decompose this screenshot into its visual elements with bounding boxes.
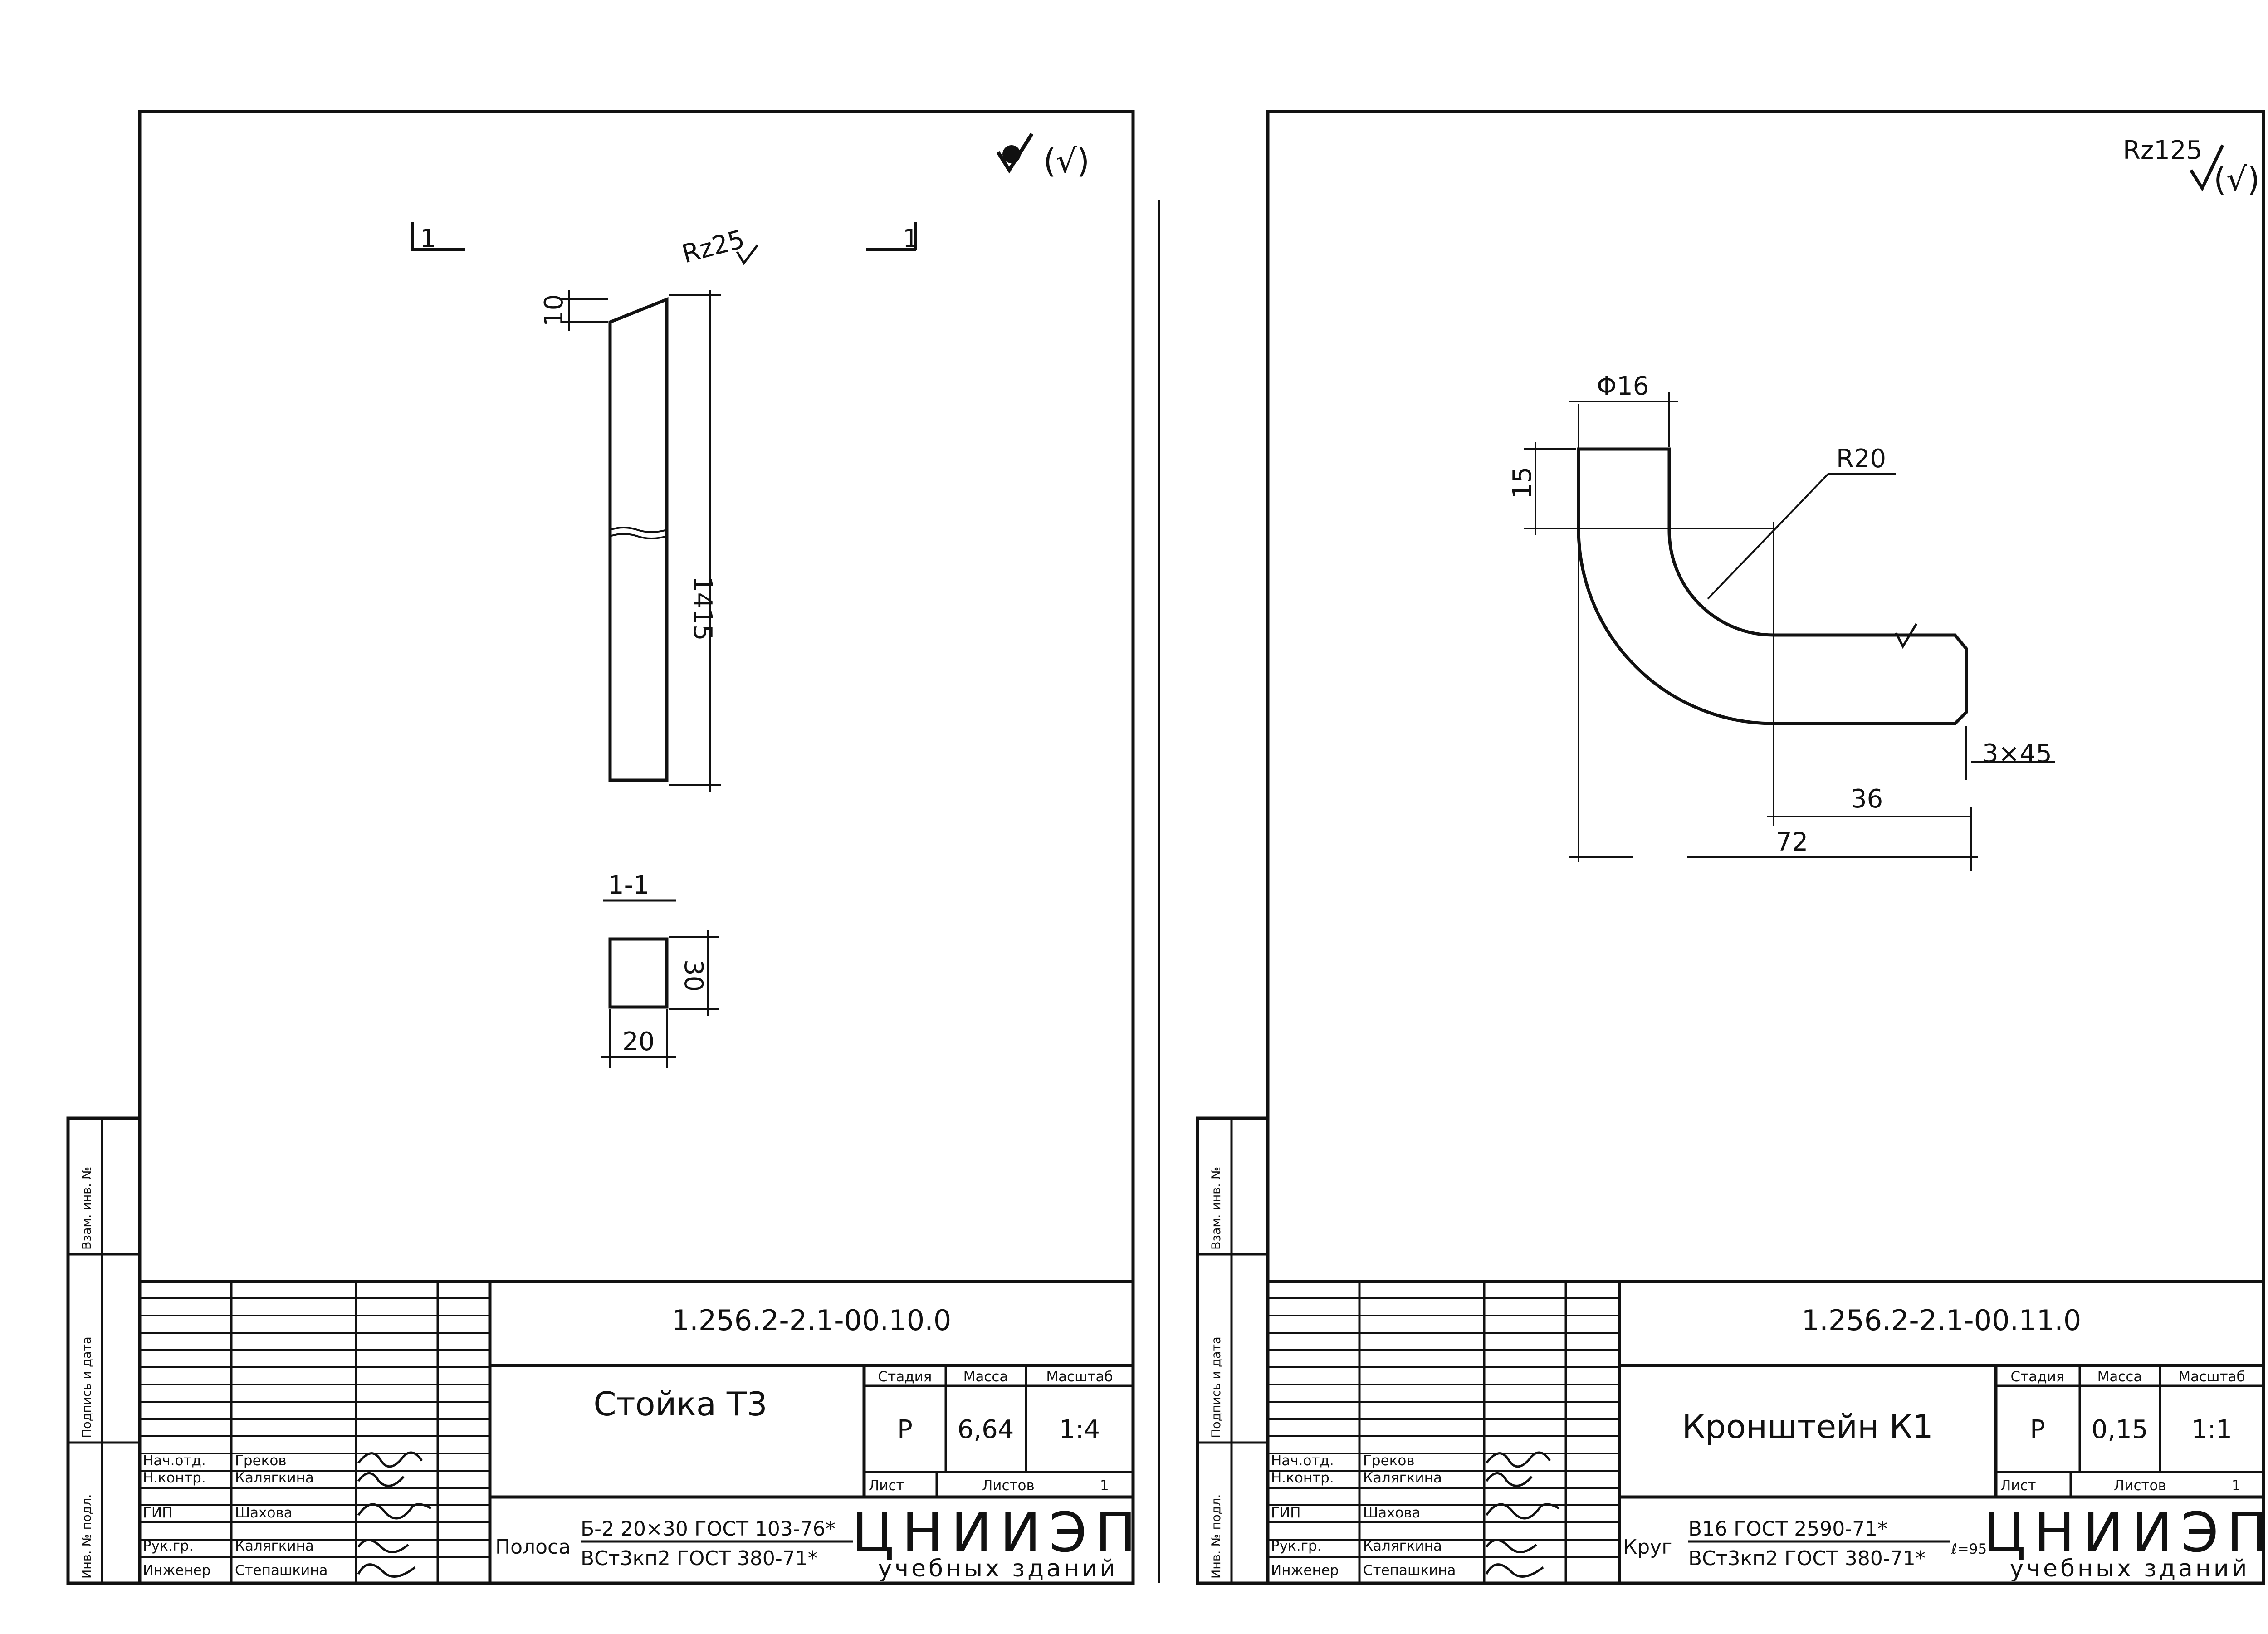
- org-name: ЦНИИЭП: [852, 1502, 1144, 1565]
- staff-role: Нач.отд.: [143, 1453, 206, 1469]
- sheet-right: Инв. № подл. Подпись и дата Взам. инв. №…: [1196, 110, 2268, 1585]
- bracket-dims: [1524, 392, 2055, 871]
- sheet-left: Инв. № подл. Подпись и дата Взам. инв. №…: [66, 110, 1144, 1585]
- signatures: [357, 1451, 432, 1578]
- dim-top: 15: [1508, 467, 1537, 499]
- section-rect: [608, 937, 669, 1009]
- material-suffix: ℓ=95: [1951, 1541, 1987, 1557]
- staff-role: Н.контр.: [1271, 1470, 1334, 1486]
- staff-role: Нач.отд.: [1271, 1453, 1334, 1469]
- staff-name: Шахова: [1363, 1505, 1421, 1521]
- stage-header: Стадия: [2011, 1369, 2065, 1385]
- org-subtitle: учебных зданий: [878, 1555, 1118, 1582]
- part-title: Кронштейн К1: [1682, 1408, 1933, 1446]
- side-label-inv: Инв. № подл.: [80, 1494, 94, 1579]
- staff-role: ГИП: [1271, 1505, 1300, 1521]
- scale-value: 1:1: [2191, 1415, 2232, 1444]
- staff-name: Калягкина: [235, 1538, 314, 1554]
- roughness-corner: Rz125: [2123, 136, 2202, 165]
- staff-role: Рук.гр.: [143, 1538, 193, 1554]
- scale-value: 1:4: [1059, 1415, 1100, 1444]
- dim-diameter: Φ16: [1597, 372, 1649, 401]
- drawing-code: 1.256.2-2.1-00.10.0: [672, 1304, 952, 1337]
- roughness-corner-icon: [996, 132, 1034, 174]
- section-marks: [411, 222, 917, 251]
- staff-name: Греков: [235, 1453, 287, 1469]
- roughness-check-icon: [2190, 144, 2224, 192]
- staff-name: Шахова: [235, 1505, 293, 1521]
- material-top: Б-2 20×30 ГОСТ 103-76*: [581, 1517, 836, 1541]
- stage-value: Р: [897, 1415, 913, 1444]
- section-mark-right: 1: [903, 224, 919, 254]
- staff-table: Нач.отд. Греков Н.контр. Калягкина ГИП Ш…: [1271, 1453, 1456, 1579]
- mass-value: 0,15: [2092, 1415, 2148, 1444]
- org-subtitle: учебных зданий: [2010, 1555, 2250, 1582]
- staff-name: Степашкина: [235, 1562, 328, 1579]
- side-label-sign: Подпись и дата: [1209, 1336, 1223, 1438]
- section-mark-left: 1: [420, 224, 436, 254]
- sheet-label: Лист: [869, 1477, 904, 1494]
- side-stamp: [66, 1116, 142, 1585]
- roughness-corner-paren: (√): [2214, 160, 2260, 198]
- org-name: ЦНИИЭП: [1984, 1502, 2268, 1565]
- material-prefix: Круг: [1623, 1536, 1672, 1559]
- dim-chamfer: 3×45: [1982, 739, 2052, 768]
- dim-total: 72: [1776, 827, 1808, 857]
- drawing-code: 1.256.2-2.1-00.11.0: [1802, 1304, 2082, 1337]
- roughness-corner-paren: (√): [1043, 142, 1090, 180]
- sheet-label: Лист: [2000, 1477, 2036, 1494]
- mass-value: 6,64: [958, 1415, 1014, 1444]
- side-label-inv: Инв. № подл.: [1209, 1494, 1223, 1579]
- sheet-frame: [138, 110, 1135, 1585]
- staff-role: ГИП: [143, 1505, 172, 1521]
- staff-name: Калягкина: [235, 1470, 314, 1486]
- bracket-outline: [1577, 447, 1968, 725]
- dim-short: 36: [1851, 784, 1883, 814]
- sheets-label: Листов: [2114, 1477, 2166, 1494]
- side-label-zam: Взам. инв. №: [1209, 1167, 1223, 1250]
- dim-width: 20: [622, 1027, 655, 1057]
- roughness-check-icon: [736, 244, 758, 265]
- post-dims: [562, 290, 721, 792]
- signatures: [1485, 1451, 1560, 1578]
- material-bottom: ВСт3кп2 ГОСТ 380-71*: [1688, 1547, 1926, 1570]
- dim-top: 10: [539, 294, 569, 327]
- sheets-count: 1: [2232, 1477, 2241, 1494]
- staff-role: Инженер: [1271, 1562, 1339, 1579]
- sheets-label: Листов: [982, 1477, 1035, 1494]
- part-title: Стойка Т3: [593, 1385, 767, 1423]
- staff-role: Инженер: [143, 1562, 210, 1579]
- side-label-sign: Подпись и дата: [80, 1336, 94, 1438]
- side-label-zam: Взам. инв. №: [80, 1167, 94, 1250]
- material-bottom: ВСт3кп2 ГОСТ 380-71*: [581, 1547, 818, 1570]
- mass-header: Масса: [963, 1369, 1008, 1385]
- material-top: В16 ГОСТ 2590-71*: [1688, 1517, 1887, 1541]
- roughness-surface-icon: [1895, 623, 1918, 649]
- mass-header: Масса: [2097, 1369, 2142, 1385]
- stage-header: Стадия: [878, 1369, 932, 1385]
- staff-role: Рук.гр.: [1271, 1538, 1321, 1554]
- section-dims: [601, 930, 719, 1068]
- staff-name: Степашкина: [1363, 1562, 1456, 1579]
- staff-name: Калягкина: [1363, 1538, 1442, 1554]
- staff-table: Нач.отд. Греков Н.контр. Калягкина ГИП Ш…: [143, 1453, 328, 1579]
- staff-name: Греков: [1363, 1453, 1415, 1469]
- dim-length: 1415: [688, 576, 717, 641]
- staff-name: Калягкина: [1363, 1470, 1442, 1486]
- scale-header: Масштаб: [2178, 1369, 2245, 1385]
- staff-role: Н.контр.: [143, 1470, 206, 1486]
- post-outline: [608, 297, 669, 782]
- dim-radius: R20: [1836, 444, 1886, 474]
- sheets-count: 1: [1100, 1477, 1109, 1494]
- section-title: 1-1: [608, 871, 649, 900]
- roughness-surface: Rz25: [679, 225, 748, 269]
- material-prefix: Полоса: [495, 1536, 571, 1559]
- stage-value: Р: [2030, 1415, 2045, 1444]
- scale-header: Масштаб: [1046, 1369, 1113, 1385]
- dim-height: 30: [679, 959, 708, 992]
- sheet-frame: [1266, 110, 2265, 1585]
